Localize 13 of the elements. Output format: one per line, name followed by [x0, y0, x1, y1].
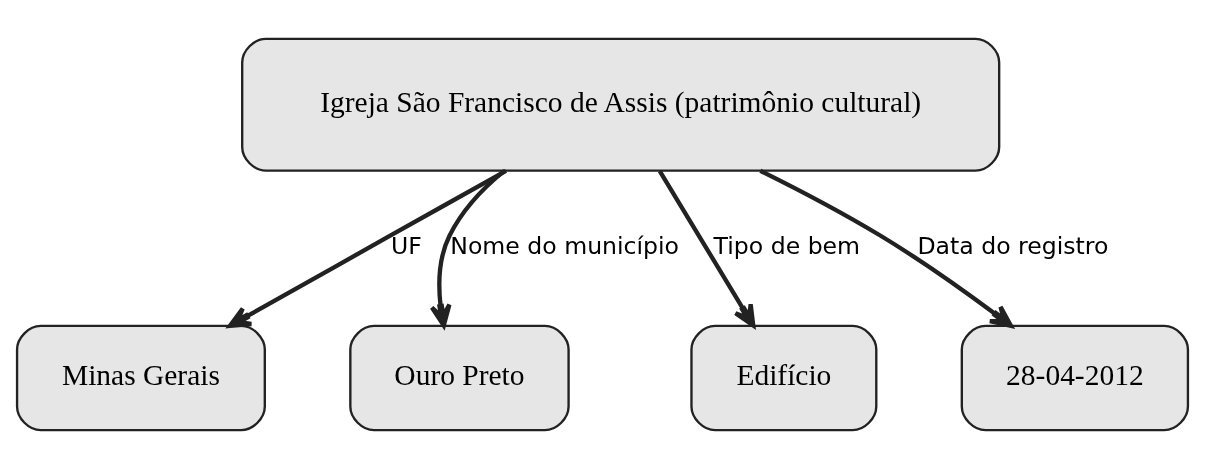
node-box: Ouro Preto	[349, 324, 570, 431]
node-box: 28-04-2012	[960, 324, 1190, 431]
edge-label: Tipo de bem	[713, 231, 861, 260]
node-box: Igreja São Francisco de Assis (patrimônio cultural)	[241, 37, 1001, 172]
edge-label: UF	[390, 231, 422, 260]
node-box: Edifício	[690, 324, 878, 431]
node-box: Minas Gerais	[15, 324, 266, 431]
edge-label: Data do registro	[917, 231, 1109, 260]
arrow	[429, 168, 506, 328]
arrow	[759, 168, 1014, 328]
arrow	[657, 169, 756, 328]
edge-label: Nome do município	[450, 231, 680, 260]
arrow	[227, 168, 508, 328]
